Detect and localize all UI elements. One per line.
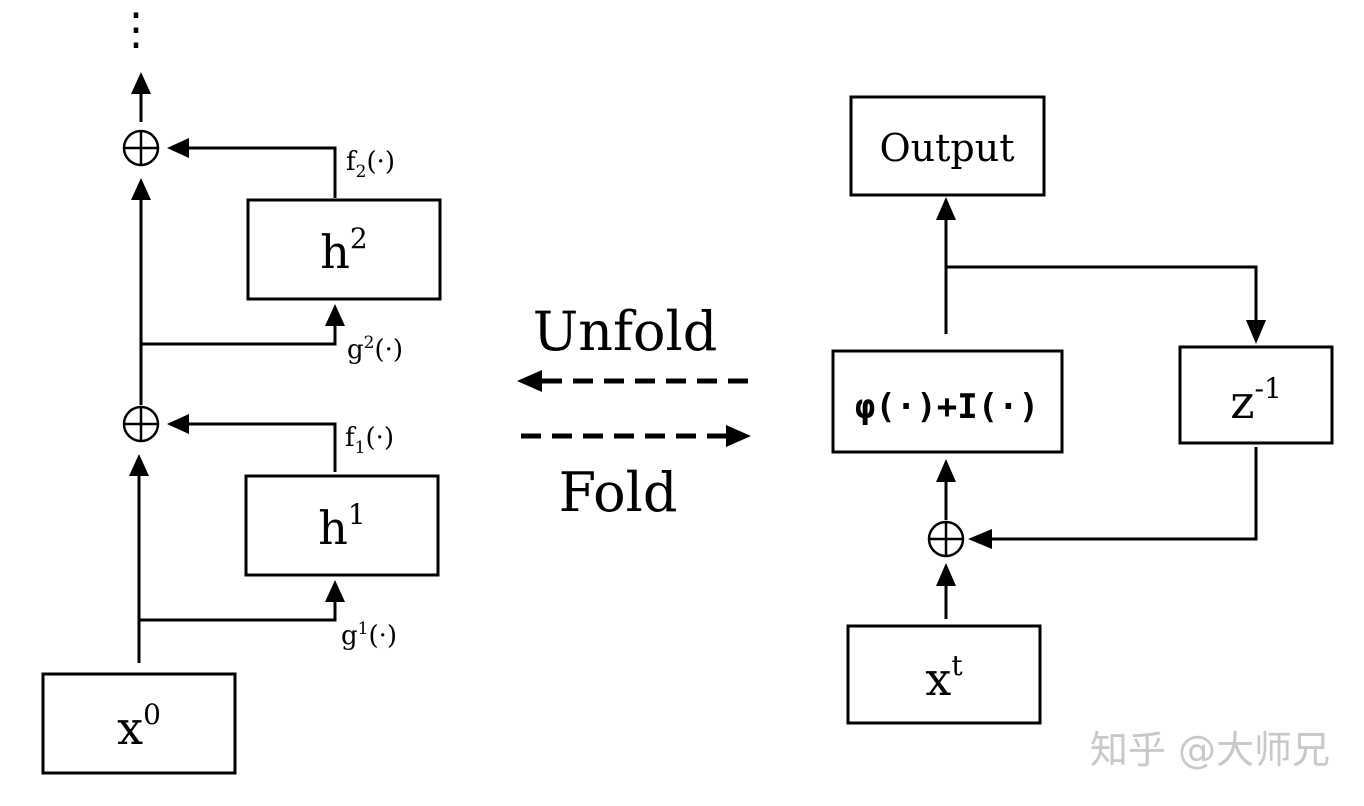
delay-box xyxy=(1178,345,1334,445)
g1-path xyxy=(139,600,337,622)
arrow-head-sum1 xyxy=(129,454,149,476)
arrow-head-activation xyxy=(936,459,956,482)
x0-box xyxy=(41,672,237,775)
arrow-head-delay xyxy=(1246,320,1266,344)
feedback-path-to-delay xyxy=(946,265,1258,322)
xt-box xyxy=(846,624,1042,725)
g1-label: g1(·) xyxy=(341,619,397,651)
arrow-head-delay-to-sum xyxy=(968,529,992,549)
arrow-head-sum2 xyxy=(131,178,151,200)
activation-box xyxy=(831,349,1064,454)
sum-node-2 xyxy=(122,129,160,167)
delay-label: z-1 xyxy=(1230,372,1282,429)
arrow-head-top xyxy=(131,72,151,94)
h2-label: h2 xyxy=(320,222,367,279)
fold-arrow-head xyxy=(726,425,751,447)
h1-label: h1 xyxy=(318,498,365,555)
arrow-head-output xyxy=(936,197,956,220)
f2-label: f2(·) xyxy=(346,147,395,182)
h1-box xyxy=(244,474,440,577)
output-box xyxy=(849,95,1046,197)
unfolded-network: ⋮ f2(·) h2 g2(·) xyxy=(41,4,442,775)
xt-label: xt xyxy=(925,649,963,706)
x0-label: x0 xyxy=(117,698,161,755)
sum-node-1 xyxy=(122,405,160,443)
ellipsis-dots: ⋮ xyxy=(114,4,158,55)
output-label: Output xyxy=(880,126,1015,170)
f1-path xyxy=(186,422,337,472)
arrow-head-g2 xyxy=(325,304,345,326)
arrow-head-g1 xyxy=(325,580,345,602)
g2-path xyxy=(141,324,337,346)
unfold-label: Unfold xyxy=(533,300,718,363)
unfold-arrow-head xyxy=(517,370,542,392)
arrow-head-sum-folded xyxy=(936,563,956,586)
activation-label: φ(·)+I(·) xyxy=(855,387,1039,427)
fold-label: Fold xyxy=(559,461,678,524)
h2-box xyxy=(246,198,442,301)
g2-label: g2(·) xyxy=(347,333,403,365)
arrow-head-f2 xyxy=(167,138,189,158)
watermark-text: 知乎 @大师兄 xyxy=(1090,728,1330,772)
arrow-head-f1 xyxy=(167,414,189,434)
f1-label: f1(·) xyxy=(345,423,394,458)
folded-network: Output φ(·)+I(·) z-1 xt xyxy=(831,95,1334,725)
fold-unfold-arrows: Unfold Fold xyxy=(517,300,751,524)
sum-node-folded xyxy=(927,520,965,558)
f2-path xyxy=(186,146,337,198)
delay-to-sum-path xyxy=(990,447,1258,541)
